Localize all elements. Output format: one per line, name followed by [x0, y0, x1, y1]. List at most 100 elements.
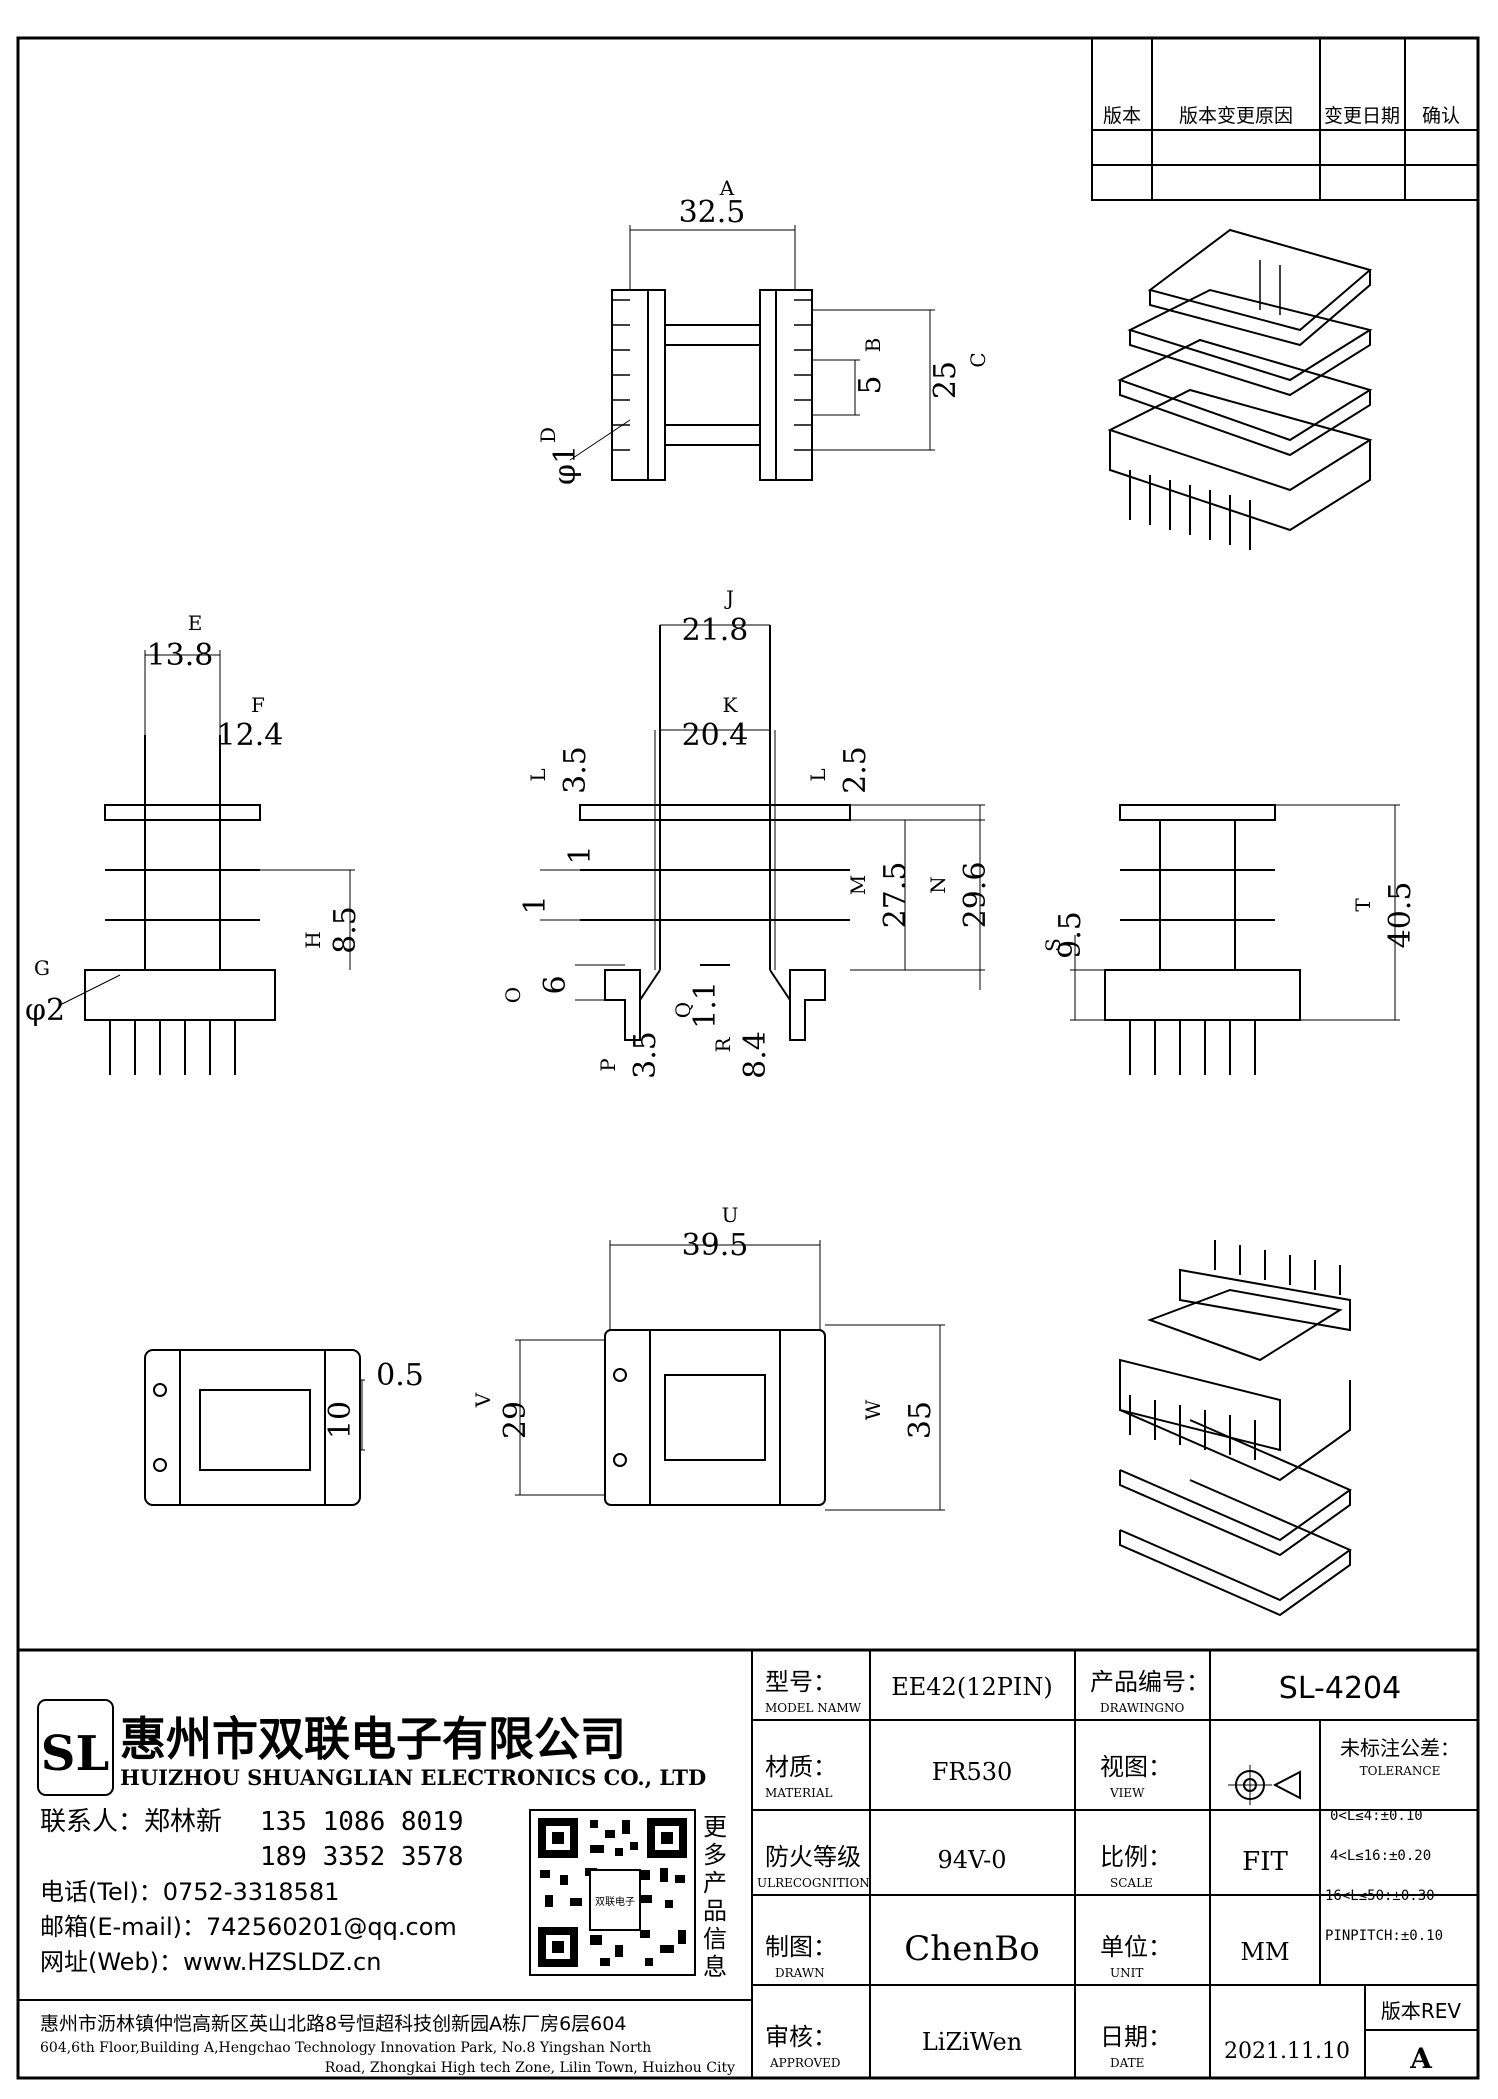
sheet-border: [16, 36, 1480, 2080]
rev-label: 版本REV: [1381, 1999, 1462, 2023]
qr-side-text-3: 品: [703, 1897, 727, 1925]
dim-f-value: 12.4: [217, 718, 284, 753]
dim-j-value: 21.8: [682, 613, 749, 648]
approved-label-en: APPROVED: [769, 2056, 841, 2070]
drawn-value: ChenBo: [904, 1929, 1039, 1969]
sl-logo-icon: SL: [37, 1699, 114, 1796]
address-en-2: Road, Zhongkai High tech Zone, Lilin Tow…: [325, 2060, 735, 2076]
qr-side-text-4: 信: [703, 1925, 727, 1953]
dim-t-value: 40.5: [1383, 882, 1418, 949]
web-line: 网址(Web)：www.HZSLDZ.cn: [40, 1948, 381, 1976]
rev-header-date: 变更日期: [1324, 105, 1400, 127]
dim-q-value: 1.1: [688, 981, 723, 1029]
date-label-en: DATE: [1110, 2056, 1144, 2070]
date-label-cn: 日期：: [1100, 2023, 1172, 2051]
address-cn: 惠州市沥林镇仲恺高新区英山北路8号恒超科技创新园A栋厂房6层604: [40, 2013, 626, 2035]
dim-v-letter: V: [471, 1392, 495, 1408]
third-angle-projection-icon: [1228, 1765, 1301, 1805]
dim-l1-letter: L: [526, 768, 550, 781]
dim-q-letter: Q: [671, 1002, 695, 1018]
dim-o-letter: O: [501, 987, 525, 1003]
tolerance-line-2: 16<L≤50:±0.30: [1325, 1888, 1435, 1904]
dim-d-value: φ1: [548, 445, 583, 485]
dim-small1-value: 0.5: [376, 1358, 424, 1393]
dim-e-letter: E: [188, 611, 203, 635]
dim-j-letter: J: [724, 586, 734, 610]
logo-text: SL: [41, 1726, 109, 1782]
bottom-view-left: [144, 1349, 365, 1506]
dim-e-value: 13.8: [147, 638, 214, 673]
approved-value: LiZiWen: [922, 2028, 1022, 2056]
model-label-cn: 型号：: [765, 1668, 837, 1696]
dim-small2-value: 10: [323, 1401, 358, 1439]
dim-h-letter: H: [301, 931, 325, 948]
company-name-cn: 惠州市双联电子有限公司: [120, 1712, 626, 1766]
email-line: 邮箱(E-mail)：742560201@qq.com: [40, 1913, 457, 1941]
title-block-frame: [18, 1648, 1478, 2078]
dim-r-value: 8.4: [738, 1031, 773, 1079]
rev-header-confirm: 确认: [1422, 105, 1460, 127]
qr-side-text-2: 产: [703, 1869, 727, 1897]
dim-v-value: 29: [498, 1401, 533, 1439]
scale-value: FIT: [1242, 1847, 1288, 1877]
approved-label-cn: 审核：: [765, 2023, 837, 2051]
side-view-right: [1070, 804, 1400, 1075]
dim-f-letter: F: [251, 693, 265, 717]
qr-code-icon: 双联电子: [529, 1809, 696, 1976]
dim-p-letter: P: [596, 1058, 620, 1071]
material-value: FR530: [932, 1758, 1013, 1786]
phone-2: 189 3352 3578: [260, 1842, 464, 1872]
dim-k-value: 20.4: [682, 718, 749, 753]
scale-label-en: SCALE: [1110, 1876, 1153, 1890]
model-value: EE42(12PIN): [891, 1673, 1052, 1701]
front-view: [540, 624, 985, 1041]
dim-g-value: φ2: [25, 993, 65, 1028]
bottom-view-center: [515, 1240, 945, 1511]
dim-s-letter: S: [1041, 938, 1065, 952]
drawing-no-label-cn: 产品编号：: [1090, 1668, 1210, 1696]
tel-line: 电话(Tel)：0752-3318581: [40, 1878, 339, 1906]
unit-label-cn: 单位：: [1100, 1933, 1172, 1961]
dim-d-letter: D: [536, 427, 560, 443]
dim-n-value: 29.6: [958, 862, 993, 929]
unit-value: MM: [1240, 1938, 1289, 1966]
dim-l2-value: 2.5: [838, 746, 873, 794]
qr-side-text-0: 更: [703, 1813, 727, 1841]
svg-text:双联电子: 双联电子: [595, 1895, 635, 1908]
fire-label-en: ULRECOGNITION: [757, 1876, 870, 1890]
material-label-cn: 材质：: [765, 1753, 837, 1781]
dim-c-value: 25: [928, 361, 963, 399]
dim-c-letter: C: [966, 352, 990, 367]
company-name-en: HUIZHOU SHUANGLIAN ELECTRONICS CO., LTD: [120, 1765, 706, 1790]
dim-p-value: 3.5: [628, 1031, 663, 1079]
contact-person: 联系人：郑林新: [40, 1807, 222, 1837]
rev-value: A: [1409, 2042, 1433, 2075]
dim-k-letter: K: [723, 693, 739, 717]
dim-l2-letter: L: [806, 768, 830, 781]
model-label-en: MODEL NAMW: [765, 1701, 862, 1715]
tolerance-line-0: 0<L≤4:±0.10: [1330, 1808, 1423, 1824]
drawing-no-label-en: DRAWINGNO: [1100, 1701, 1184, 1715]
dim-u-value: 39.5: [682, 1228, 749, 1263]
tolerance-line-3: PINPITCH:±0.10: [1325, 1928, 1443, 1944]
phone-1: 135 1086 8019: [260, 1807, 464, 1837]
material-label-en: MATERIAL: [765, 1786, 833, 1800]
address-en-1: 604,6th Floor,Building A,Hengchao Techno…: [40, 2040, 651, 2056]
dim-o-value: 6: [538, 975, 573, 994]
dim-u-letter: U: [722, 1203, 739, 1227]
scale-label-cn: 比例：: [1100, 1843, 1172, 1871]
date-value: 2021.11.10: [1224, 2039, 1350, 2064]
isometric-view-top: [1107, 228, 1373, 550]
dim-r-letter: R: [711, 1037, 735, 1053]
dim-l1-value: 3.5: [558, 746, 593, 794]
qr-side-text-1: 多: [703, 1841, 727, 1869]
view-label-cn: 视图：: [1100, 1753, 1172, 1781]
dim-m-letter: M: [846, 875, 870, 895]
fire-value: 94V-0: [937, 1846, 1006, 1874]
dim-w-value: 35: [903, 1401, 938, 1439]
dim-a-letter: A: [719, 176, 735, 200]
dim-w-letter: W: [861, 1399, 885, 1420]
tolerance-label-cn: 未标注公差：: [1340, 1736, 1460, 1760]
revision-table: [1091, 37, 1479, 201]
